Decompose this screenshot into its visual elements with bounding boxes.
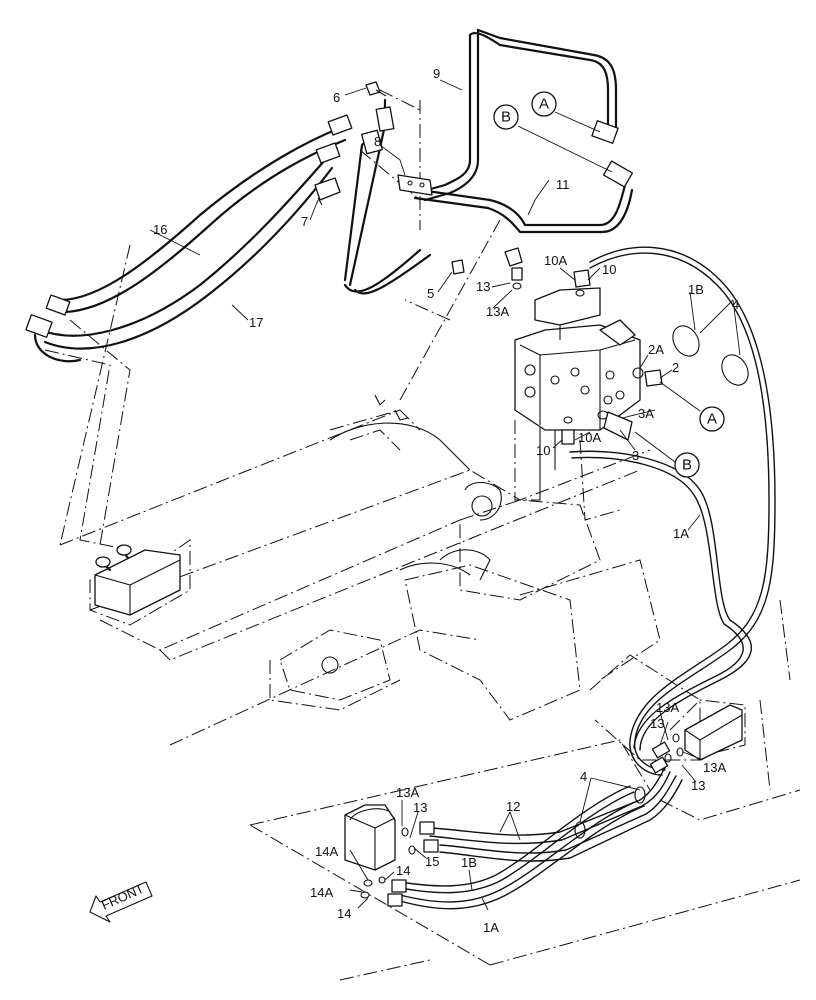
- part-label: 1B: [688, 282, 704, 297]
- part-label: 13A: [396, 785, 419, 800]
- callout-b-top-label: B: [501, 109, 511, 126]
- part-label: 13: [413, 800, 427, 815]
- part-label: 7: [301, 214, 308, 229]
- part-label: 13A: [703, 760, 726, 775]
- callout-b-right: B: [674, 452, 700, 478]
- callout-a-top-label: A: [539, 96, 549, 113]
- hose-1a: [569, 450, 753, 751]
- part-label: 1A: [483, 920, 499, 935]
- leader-lines: [149, 79, 741, 911]
- part-label: 3A: [638, 406, 654, 421]
- part-labels: 9 6 8 7 11 16 17 5 13 13A 10A 10 1B 4 2A…: [153, 66, 739, 935]
- hose-17: [38, 158, 334, 350]
- part-label: 14: [396, 863, 410, 878]
- part-label: 14A: [310, 885, 333, 900]
- part-label: 2: [672, 360, 679, 375]
- callout-leaders: [517, 111, 701, 463]
- front-arrow: FRONT: [89, 881, 153, 923]
- part-label: 13A: [486, 304, 509, 319]
- control-valve-block: [514, 287, 641, 500]
- part-label: 15: [425, 854, 439, 869]
- bolt-5: [451, 259, 465, 275]
- part-label: 13A: [656, 700, 679, 715]
- callout-a-right-label: A: [707, 411, 717, 428]
- hose-1b-lower: [399, 785, 635, 894]
- callout-a-top: A: [531, 91, 557, 117]
- hose-1b: [589, 246, 776, 776]
- left-down-lines: [44, 319, 131, 549]
- part-label: 14: [337, 906, 351, 921]
- right-lower-block: [684, 704, 743, 761]
- swivel-joint-block: [344, 804, 396, 871]
- part-label: 1A: [673, 526, 689, 541]
- part-label: 17: [249, 315, 263, 330]
- part-label: 10A: [544, 253, 567, 268]
- part-label: 10: [602, 262, 616, 277]
- part-label: 1B: [461, 855, 477, 870]
- left-control-block: [94, 544, 181, 616]
- part-label: 8: [374, 134, 381, 149]
- hose-16: [58, 126, 347, 314]
- part-label: 4: [580, 769, 587, 784]
- callout-b-top: B: [493, 104, 519, 130]
- part-label: 16: [153, 222, 167, 237]
- part-label: 6: [333, 90, 340, 105]
- pipe-11: [413, 160, 634, 234]
- valve-fittings: [504, 247, 663, 445]
- part-label: 12: [506, 799, 520, 814]
- hose-end-fittings: [25, 114, 353, 363]
- pipe-9: [418, 28, 619, 202]
- part-label: 5: [427, 286, 434, 301]
- part-label: 3: [632, 448, 639, 463]
- part-label: 13: [691, 778, 705, 793]
- front-arrow-label: FRONT: [99, 881, 146, 913]
- part-label: 4: [732, 297, 739, 312]
- bolt-6: [365, 81, 387, 97]
- lower-fittings: [360, 733, 684, 907]
- clamp-7: [314, 177, 341, 206]
- hose-12: [429, 767, 683, 862]
- part-label: 10A: [578, 430, 601, 445]
- bracket-pipe-8: [343, 98, 433, 295]
- chassis-solid-features: [321, 394, 502, 674]
- callout-b-right-label: B: [682, 457, 692, 474]
- part-label: 14A: [315, 844, 338, 859]
- hose-1a-lower: [399, 799, 645, 910]
- part-label: 11: [556, 177, 570, 192]
- part-label: 10: [536, 443, 550, 458]
- part-label: 9: [433, 66, 440, 81]
- part-label: 2A: [648, 342, 664, 357]
- part-label: 13: [476, 279, 490, 294]
- callout-a-right: A: [699, 406, 725, 432]
- part-label: 13: [650, 716, 664, 731]
